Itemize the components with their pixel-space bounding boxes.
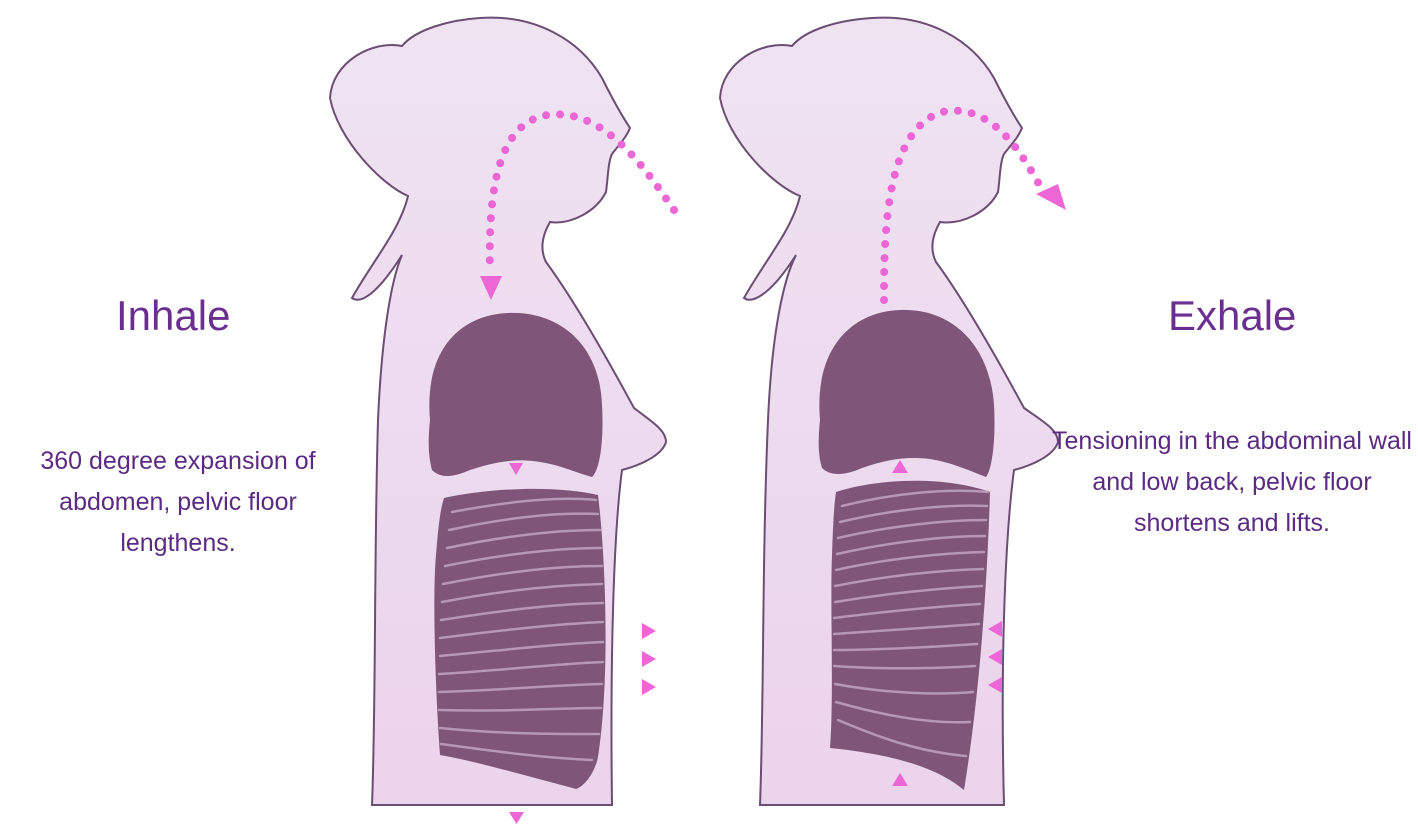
exhale-airflow-arrowhead-out [1036, 184, 1066, 210]
inhale-description: 360 degree expansion of abdomen, pelvic … [0, 441, 356, 564]
inhale-figure [330, 18, 674, 824]
inhale-heading: Inhale [116, 292, 230, 340]
inhale-abdomen [434, 489, 605, 789]
inhale-pelvic-floor-arrow-down [509, 812, 524, 824]
inhale-abdominal-expansion-arrows [642, 623, 656, 695]
arrow-right-icon [642, 623, 656, 639]
exhale-figure [720, 18, 1066, 805]
exhale-description: Tensioning in the abdominal wall and low… [1050, 421, 1414, 544]
exhale-heading: Exhale [1168, 292, 1296, 340]
arrow-right-icon [642, 651, 656, 667]
arrow-right-icon [642, 679, 656, 695]
exhale-abdomen [830, 481, 990, 790]
